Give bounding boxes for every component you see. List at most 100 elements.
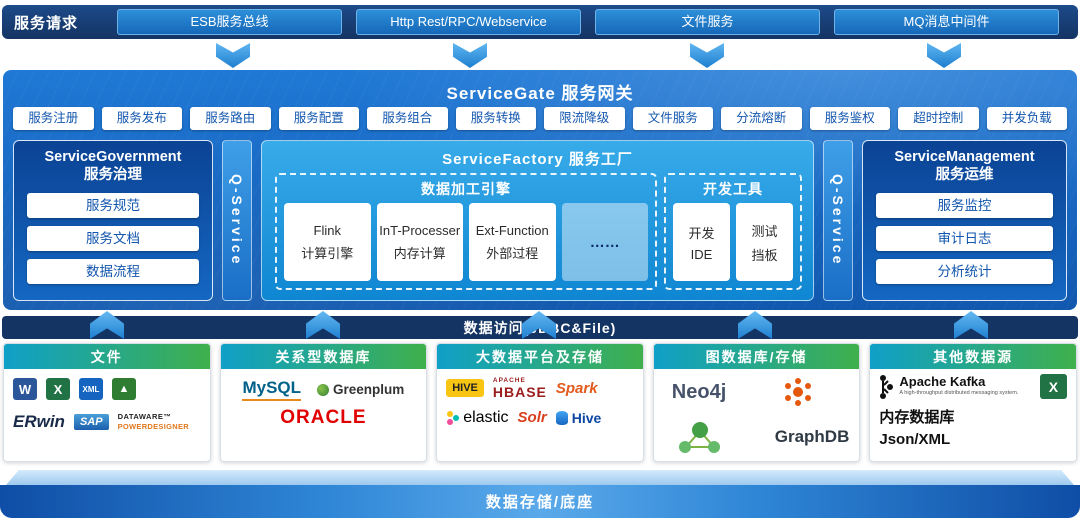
hive-blue-label: Hive [571, 409, 602, 426]
feature-concurrency: 并发负载 [986, 107, 1067, 130]
service-governance-panel: ServiceGovernment 服务治理 服务规范 服务文档 数据流程 [13, 140, 213, 301]
elastic-label: elastic [463, 408, 509, 426]
esb-bus-node: ESB服务总线 [117, 9, 342, 35]
feature-file-service: 文件服务 [632, 107, 713, 130]
word-icon: W [13, 378, 37, 400]
engine-card-int-processer: InT-Processer 内存计算 [376, 203, 463, 281]
engine-card-line2: 外部过程 [486, 245, 539, 261]
feature-circuit-break: 分流熔断 [721, 107, 802, 130]
feature-service-register: 服务注册 [13, 107, 94, 130]
dev-card-line1: 测试 [751, 223, 778, 239]
data-engine-cards: Flink 计算引擎 InT-Processer 内存计算 Ext-Functi… [284, 203, 648, 281]
factory-title: ServiceFactory 服务工厂 [442, 151, 633, 168]
datasource-card-rdbms: 关系型数据库 MySQL Greenplum ORACLE [219, 343, 428, 462]
q-service-bar-left: Q-Service [222, 140, 252, 301]
governance-title-en: ServiceGovernment [44, 149, 182, 165]
other-card-header: 其他数据源 [870, 344, 1076, 369]
erwin-logo: ERwin [13, 412, 65, 431]
feature-service-publish: 服务发布 [101, 107, 182, 130]
engine-card-line1: Flink [313, 222, 341, 238]
governance-title: ServiceGovernment 服务治理 [27, 148, 199, 184]
down-arrow-icon [927, 43, 961, 68]
kafka-text: Apache Kafka A high-throughput distribut… [899, 374, 1018, 396]
service-management-panel: ServiceManagement 服务运维 服务监控 审计日志 分析统计 [862, 140, 1067, 301]
service-request-label: 服务请求 [14, 14, 79, 32]
dev-card-mock: 测试 挡板 [736, 203, 793, 281]
feature-auth: 服务鉴权 [809, 107, 890, 130]
hive-blue-logo: Hive [555, 409, 602, 426]
solr-logo: Solr [517, 409, 547, 426]
elastic-logo: elastic [446, 408, 509, 427]
datasource-card-graphdb: 图数据库/存储 Neo4j [652, 343, 861, 462]
feature-service-transform: 服务转换 [455, 107, 536, 130]
service-gate-panel: ServiceGate 服务网关 服务注册 服务发布 服务路由 服务配置 服务组… [3, 70, 1077, 310]
management-item-audit: 审计日志 [876, 226, 1053, 252]
engine-card-more: …… [561, 203, 648, 281]
datasource-card-files: 文件 W X XML ▲ ERwin SAP DATAWARE™ POWERDE… [3, 343, 211, 462]
powerdesigner-label: POWERDESIGNER [117, 422, 189, 431]
management-title: ServiceManagement 服务运维 [876, 148, 1053, 184]
datasource-cards-row: 文件 W X XML ▲ ERwin SAP DATAWARE™ POWERDE… [3, 343, 1077, 462]
spark-logo: Spark [555, 379, 598, 397]
data-engine-title: 数据加工引擎 [421, 181, 511, 197]
dev-card-line2: IDE [690, 246, 713, 262]
feature-service-config: 服务配置 [278, 107, 359, 130]
files-logos-row: W X XML ▲ [13, 378, 201, 400]
service-factory-panel: ServiceFactory 服务工厂 数据加工引擎 Flink 计算引擎 In… [261, 140, 814, 301]
http-rest-node: Http Rest/RPC/Webservice [356, 9, 581, 35]
graphdb-icon [785, 378, 812, 406]
feature-service-route: 服务路由 [190, 107, 271, 130]
excel-icon: X [1039, 374, 1067, 399]
json-xml-label: Json/XML [879, 431, 951, 448]
dev-tools-cards: 开发 IDE 测试 挡板 [673, 203, 793, 281]
excel-icon: X [46, 378, 70, 400]
file-service-node: 文件服务 [595, 9, 820, 35]
storage-platform-bar: 数据存储/底座 [0, 485, 1080, 518]
governance-item-spec: 服务规范 [27, 193, 199, 219]
greenplum-logo: Greenplum [317, 382, 404, 397]
files-card-header: 文件 [4, 344, 210, 369]
engine-card-line1: Ext-Function [475, 222, 549, 238]
datasource-card-other: 其他数据源 Apache Kafka A high-throughput dis… [869, 343, 1077, 462]
governance-title-cn: 服务治理 [84, 167, 142, 184]
powerdesigner-logo: DATAWARE™ POWERDESIGNER [118, 412, 189, 432]
engine-card-line2: 内存计算 [393, 245, 446, 261]
dataware-label: DATAWARE™ [117, 412, 172, 422]
feature-service-compose: 服务组合 [367, 107, 448, 130]
engine-card-ext-function: Ext-Function 外部过程 [469, 203, 556, 281]
management-item-monitor: 服务监控 [876, 193, 1053, 219]
mq-middleware-node: MQ消息中间件 [834, 9, 1059, 35]
database-icon [555, 410, 568, 425]
files-logos-row: ERwin SAP DATAWARE™ POWERDESIGNER [13, 412, 201, 432]
oracle-logo: ORACLE [280, 407, 367, 428]
engine-card-line2: 计算引擎 [301, 245, 354, 261]
data-engine-box: 数据加工引擎 Flink 计算引擎 InT-Processer 内存计算 Ext… [275, 173, 657, 290]
management-item-stats: 分析统计 [876, 259, 1053, 285]
dev-card-line1: 开发 [688, 225, 715, 241]
graphdb-card-body: Neo4j GraphDB [654, 369, 860, 461]
governance-items: 服务规范 服务文档 数据流程 [27, 193, 199, 285]
down-arrow-icon [453, 43, 487, 68]
storage-platform-top [6, 470, 1074, 485]
feature-timeout: 超时控制 [898, 107, 979, 130]
governance-item-doc: 服务文档 [27, 226, 199, 252]
management-items: 服务监控 审计日志 分析统计 [876, 193, 1053, 285]
kafka-tagline: A high-throughput distributed messaging … [899, 389, 1019, 396]
service-request-bar: 服务请求 ESB服务总线 Http Rest/RPC/Webservice 文件… [2, 5, 1078, 39]
governance-item-flow: 数据流程 [27, 259, 199, 285]
dev-card-line2: 挡板 [751, 247, 778, 263]
bigdata-logos-row: HIVE APACHE HBASE Spark [446, 377, 634, 399]
dev-tools-box: 开发工具 开发 IDE 测试 挡板 [664, 173, 802, 290]
neo4j-graph-icon [678, 422, 720, 453]
engine-card-line1: InT-Processer [379, 222, 461, 238]
dev-card-ide: 开发 IDE [673, 203, 730, 281]
feature-rate-limit: 限流降级 [544, 107, 625, 130]
graphdb-card-header: 图数据库/存储 [653, 344, 860, 369]
tree-icon: ▲ [112, 378, 136, 400]
rdbms-logos-row: MySQL Greenplum [230, 378, 418, 401]
files-card-body: W X XML ▲ ERwin SAP DATAWARE™ POWERDESIG… [4, 369, 210, 461]
q-service-bar-right: Q-Service [823, 140, 853, 301]
other-card-body: Apache Kafka A high-throughput distribut… [870, 369, 1076, 461]
gateway-title: ServiceGate 服务网关 [446, 84, 634, 103]
